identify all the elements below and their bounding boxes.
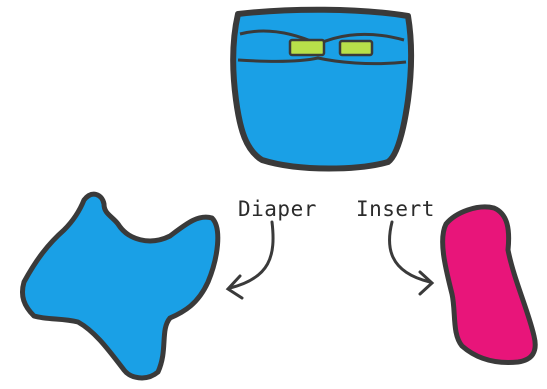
waistband-line-lower <box>237 56 407 66</box>
insert-arrow-curve <box>388 220 432 284</box>
insert-arrow-head <box>418 270 435 296</box>
insert-pad <box>440 204 538 365</box>
open-diaper-shell <box>19 191 221 381</box>
insert-arrow <box>388 220 435 296</box>
insert-label: Insert <box>356 197 435 221</box>
diaper-label: Diaper <box>238 197 317 221</box>
assembled-diaper-body <box>230 6 414 172</box>
snap-tab-left <box>288 38 326 57</box>
snap-tab-right <box>338 39 374 57</box>
diaper-arrow-curve <box>228 220 275 290</box>
diaper-arrow <box>225 220 275 300</box>
diaper-arrow-head <box>225 274 244 300</box>
assembled-diaper <box>230 6 414 172</box>
